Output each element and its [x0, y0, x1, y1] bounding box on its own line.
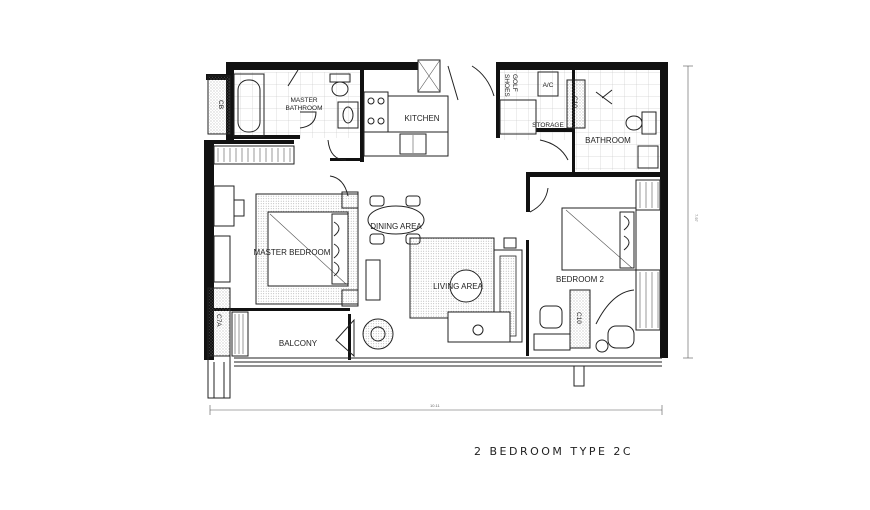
master-bathroom-label-line1: MASTER: [290, 97, 317, 104]
nightstand-top: [341, 191, 359, 209]
closet-c10-lower-label: C10: [575, 312, 582, 324]
storage-unit: [499, 99, 537, 135]
master-desk: [213, 185, 235, 227]
bedroom2-desk: [533, 333, 571, 351]
bedroom2-wardrobe-swing: [595, 289, 635, 325]
bathroom-toilet-icon: [625, 111, 657, 135]
plant-icon: [362, 318, 394, 350]
kitchen-counter: [363, 91, 449, 157]
bathtub-icon: [233, 73, 265, 137]
side-table-icon: [503, 237, 517, 249]
closet-cb-label: CB: [217, 100, 224, 109]
living-console: [365, 259, 381, 301]
bedroom2-bed-icon: [561, 207, 637, 271]
kitchen-door-swing: [329, 175, 349, 197]
bedroom2-door-swing: [529, 187, 549, 213]
master-bedroom-label: MASTER BEDROOM: [254, 248, 331, 257]
plan-title: 2 BEDROOM TYPE 2C: [474, 445, 633, 458]
bedroom2-wardrobe: [635, 179, 661, 331]
living-area-label: LIVING AREA: [433, 282, 483, 291]
dimension-lines: [209, 65, 693, 415]
storage-label: STORAGE: [532, 122, 564, 129]
bedroom2-chair: [539, 305, 563, 329]
master-sink-icon: [337, 101, 359, 129]
master-bathroom-label-line2: BATHROOM: [285, 105, 322, 112]
closet-c7a-label: C7A: [215, 314, 222, 327]
master-toilet-icon: [329, 73, 351, 97]
coffee-table-icon: [449, 269, 483, 303]
shoes-label: SHOES: [503, 74, 510, 97]
closet-c10-upper: [566, 79, 586, 129]
kitchen-shaft: [417, 59, 441, 93]
bathroom-sink-icon: [637, 145, 659, 169]
bedroom-2-label: BEDROOM 2: [556, 275, 605, 284]
master-bathroom-door-swing: [327, 139, 347, 161]
glazing: [207, 355, 662, 399]
ac-label: A/C: [543, 82, 554, 89]
width-dimension-label: 10.11: [430, 403, 440, 408]
master-wardrobe: [213, 145, 295, 165]
master-bed-icon: [267, 211, 349, 287]
ottoman-detail: [472, 324, 484, 336]
bathroom-label: BATHROOM: [585, 136, 631, 145]
entry-door-swing: [447, 65, 495, 101]
closet-cb: [207, 75, 231, 135]
bathroom-shower-icon: [595, 89, 613, 105]
closet-c10-upper-label: C10: [571, 96, 578, 108]
ac-unit-icon: [537, 71, 559, 97]
master-bathroom-tiles: [232, 72, 360, 138]
master-shower-glass: [287, 69, 317, 129]
balcony-door-swing: [335, 318, 355, 358]
closet-c10-lower: [569, 289, 591, 349]
nightstand-bottom: [341, 289, 359, 307]
master-pillows-icon: [333, 221, 340, 277]
master-tv-console: [213, 235, 231, 283]
bathroom-tiles: [572, 70, 662, 170]
bedroom2-armchair: [607, 325, 635, 349]
storage-door-swing: [539, 139, 569, 161]
golf-label: GOLF: [511, 74, 518, 92]
balcony-label: BALCONY: [279, 339, 318, 348]
balcony-rail: [231, 311, 249, 357]
closet-c7a: [207, 287, 231, 357]
master-desk-chair: [233, 199, 245, 217]
bedroom2-side-table: [595, 339, 609, 353]
dining-area-label: DINING AREA: [370, 222, 422, 231]
kitchen-label: KITCHEN: [404, 114, 439, 123]
height-dimension-label: 7.97: [694, 214, 699, 223]
dining-table-icon: [367, 195, 425, 245]
ottoman-icon: [447, 311, 511, 343]
